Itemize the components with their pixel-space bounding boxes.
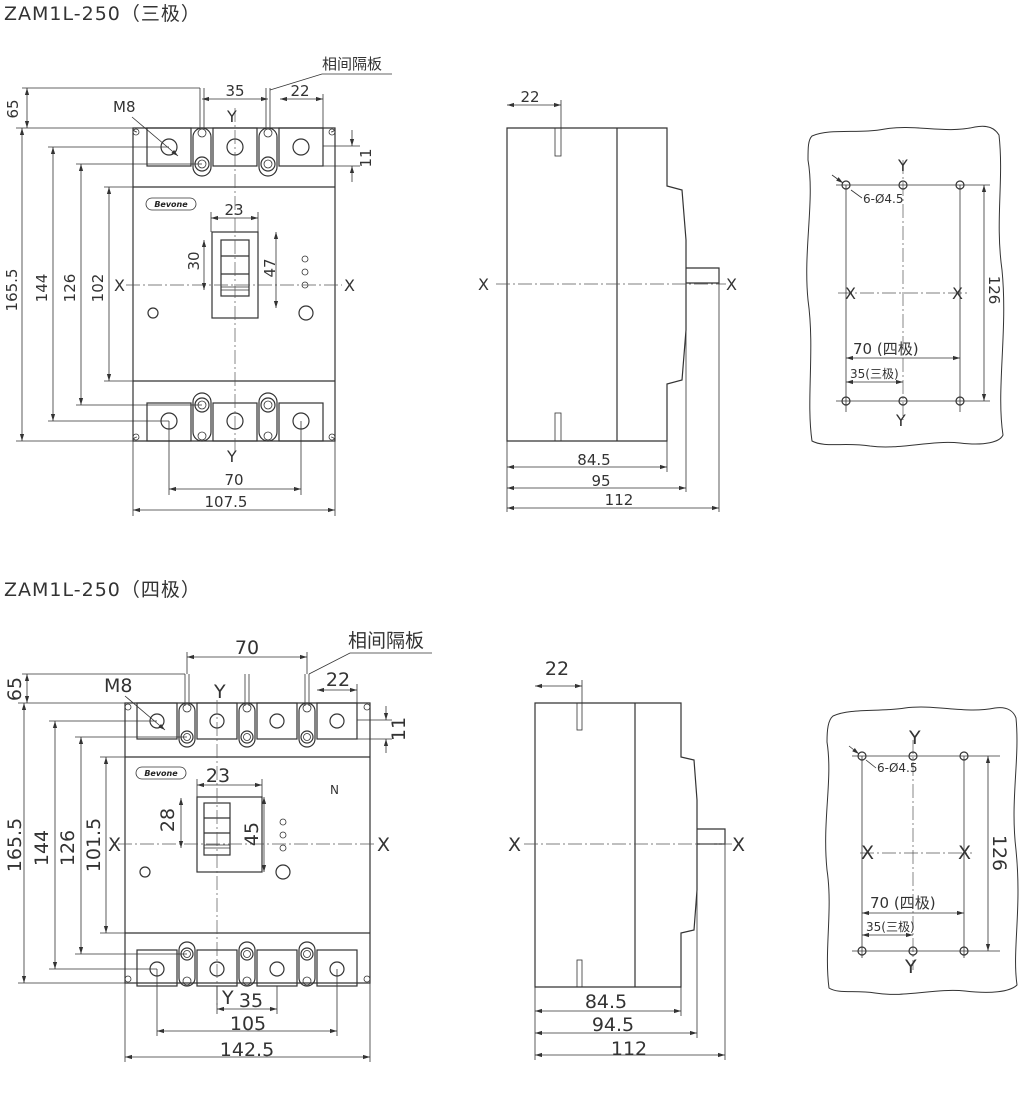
- svg-text:28: 28: [157, 808, 179, 832]
- brand-label-4p: Bevone: [144, 769, 178, 778]
- section-title-four-pole: ZAM1L-250（四极）: [4, 579, 201, 601]
- svg-text:22: 22: [290, 82, 309, 100]
- svg-text:Y: Y: [908, 727, 921, 749]
- side3-axis-x-right: X: [726, 275, 737, 294]
- side3-axis-x-left: X: [478, 275, 489, 294]
- axis-x-right-4p: X: [377, 834, 390, 856]
- svg-text:X: X: [845, 284, 856, 303]
- axis-y-top: Y: [226, 107, 237, 126]
- svg-text:35: 35: [239, 990, 263, 1012]
- neutral-label: N: [330, 783, 339, 797]
- svg-text:126: 126: [57, 830, 79, 866]
- axis-y-bottom: Y: [226, 447, 237, 466]
- svg-text:35(三极): 35(三极): [866, 920, 915, 934]
- axis-y-bottom-4p: Y: [221, 987, 234, 1009]
- svg-text:X: X: [732, 834, 745, 856]
- svg-text:22: 22: [545, 658, 569, 680]
- svg-text:X: X: [508, 834, 521, 856]
- holes-label: 6-Ø4.5: [863, 192, 904, 206]
- svg-text:6-Ø4.5: 6-Ø4.5: [877, 761, 918, 775]
- svg-text:126: 126: [985, 276, 1003, 305]
- svg-text:112: 112: [611, 1038, 647, 1060]
- svg-text:X: X: [952, 284, 963, 303]
- phase-barrier-label: 相间隔板: [322, 55, 382, 73]
- svg-text:Y: Y: [897, 156, 908, 175]
- svg-text:126: 126: [988, 835, 1010, 871]
- svg-text:45: 45: [241, 822, 263, 846]
- svg-text:Y: Y: [895, 411, 906, 430]
- svg-text:23: 23: [206, 765, 230, 787]
- axis-x-left-4p: X: [108, 834, 121, 856]
- svg-text:Y: Y: [904, 956, 917, 978]
- svg-text:144: 144: [31, 830, 53, 866]
- svg-text:107.5: 107.5: [205, 493, 248, 511]
- axis-y-top-4p: Y: [213, 681, 226, 703]
- axis-x-left: X: [114, 276, 125, 295]
- svg-text:102: 102: [89, 274, 107, 303]
- svg-text:70: 70: [224, 471, 243, 489]
- svg-text:65: 65: [4, 99, 22, 118]
- svg-text:30: 30: [185, 251, 203, 270]
- svg-text:47: 47: [261, 258, 279, 277]
- svg-text:X: X: [958, 842, 971, 864]
- svg-text:X: X: [861, 842, 874, 864]
- svg-text:105: 105: [230, 1013, 266, 1035]
- bolt-label-4p: M8: [104, 675, 132, 697]
- svg-text:11: 11: [357, 148, 375, 167]
- three-pole-spacing-label: 35(三极): [850, 367, 899, 381]
- three-pole-side-view: X X 22 84.5 95 112: [478, 88, 737, 512]
- svg-text:94.5: 94.5: [592, 1014, 634, 1036]
- svg-text:11: 11: [388, 717, 410, 741]
- svg-text:101.5: 101.5: [83, 818, 105, 872]
- svg-text:70: 70: [235, 637, 259, 659]
- svg-text:22: 22: [326, 669, 350, 691]
- svg-text:22: 22: [520, 88, 539, 106]
- svg-text:23: 23: [224, 201, 243, 219]
- svg-text:84.5: 84.5: [577, 451, 610, 469]
- svg-text:84.5: 84.5: [585, 991, 627, 1013]
- svg-text:142.5: 142.5: [220, 1039, 274, 1061]
- svg-text:95: 95: [591, 472, 610, 490]
- four-pole-spacing-label: 70 (四极): [853, 340, 919, 358]
- svg-text:144: 144: [33, 274, 51, 303]
- breaker-body-outline: [132, 127, 336, 442]
- svg-text:165.5: 165.5: [3, 269, 21, 312]
- phase-barrier-label-4p: 相间隔板: [348, 630, 424, 652]
- brand-label: Bevone: [154, 200, 188, 209]
- svg-text:126: 126: [61, 274, 79, 303]
- svg-text:70 (四极): 70 (四极): [870, 894, 936, 912]
- svg-text:65: 65: [4, 677, 26, 701]
- svg-text:35: 35: [225, 82, 244, 100]
- four-pole-mounting-plate: Y Y X X 6-Ø4.5 126 70 (四极) 35(三极): [825, 706, 1019, 995]
- three-pole-mounting-plate: Y Y X X 6-Ø4.5 126 70 (四极) 35(三极): [806, 125, 1005, 448]
- three-pole-front-view: Bevone Y Y X X M8 相间隔板 35 22: [3, 55, 392, 516]
- svg-text:165.5: 165.5: [4, 818, 26, 872]
- four-pole-front-view: Bevone N Y Y X X M8 相间隔板 70 22: [4, 630, 432, 1062]
- four-pole-side-view: X X 22 84.5 94.5 112: [508, 658, 745, 1060]
- svg-text:112: 112: [605, 491, 634, 509]
- bolt-label: M8: [113, 98, 136, 116]
- axis-x-right: X: [344, 276, 355, 295]
- section-title-three-pole: ZAM1L-250（三极）: [4, 3, 201, 25]
